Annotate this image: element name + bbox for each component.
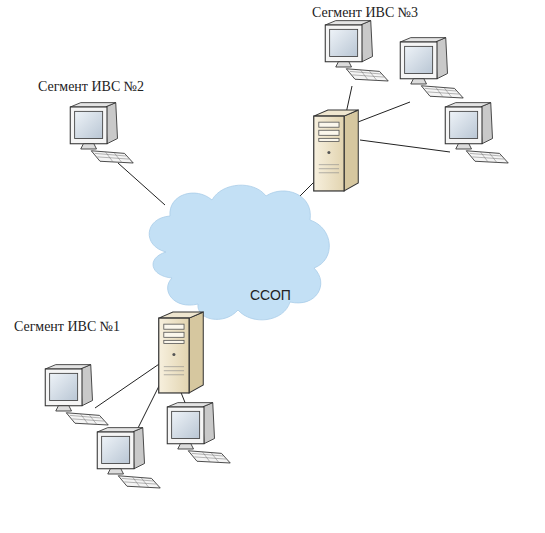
network-cloud: ССОП xyxy=(138,180,336,325)
wire xyxy=(95,360,165,408)
workstation xyxy=(167,403,230,463)
workstation xyxy=(97,428,160,488)
server xyxy=(314,110,359,191)
segment-label: Сегмент ИВС №3 xyxy=(312,5,418,21)
workstation xyxy=(445,103,508,163)
server xyxy=(159,312,204,393)
segment-label: Сегмент ИВС №2 xyxy=(38,79,144,95)
workstation xyxy=(325,21,388,81)
workstation xyxy=(400,38,463,98)
cloud-shape xyxy=(138,180,336,325)
workstation xyxy=(45,365,108,425)
wire xyxy=(118,163,165,205)
segment-label: Сегмент ИВС №1 xyxy=(14,319,120,335)
network-name: ССОП xyxy=(250,287,291,303)
workstation xyxy=(70,103,133,163)
wire xyxy=(360,140,450,152)
wire xyxy=(358,102,410,122)
